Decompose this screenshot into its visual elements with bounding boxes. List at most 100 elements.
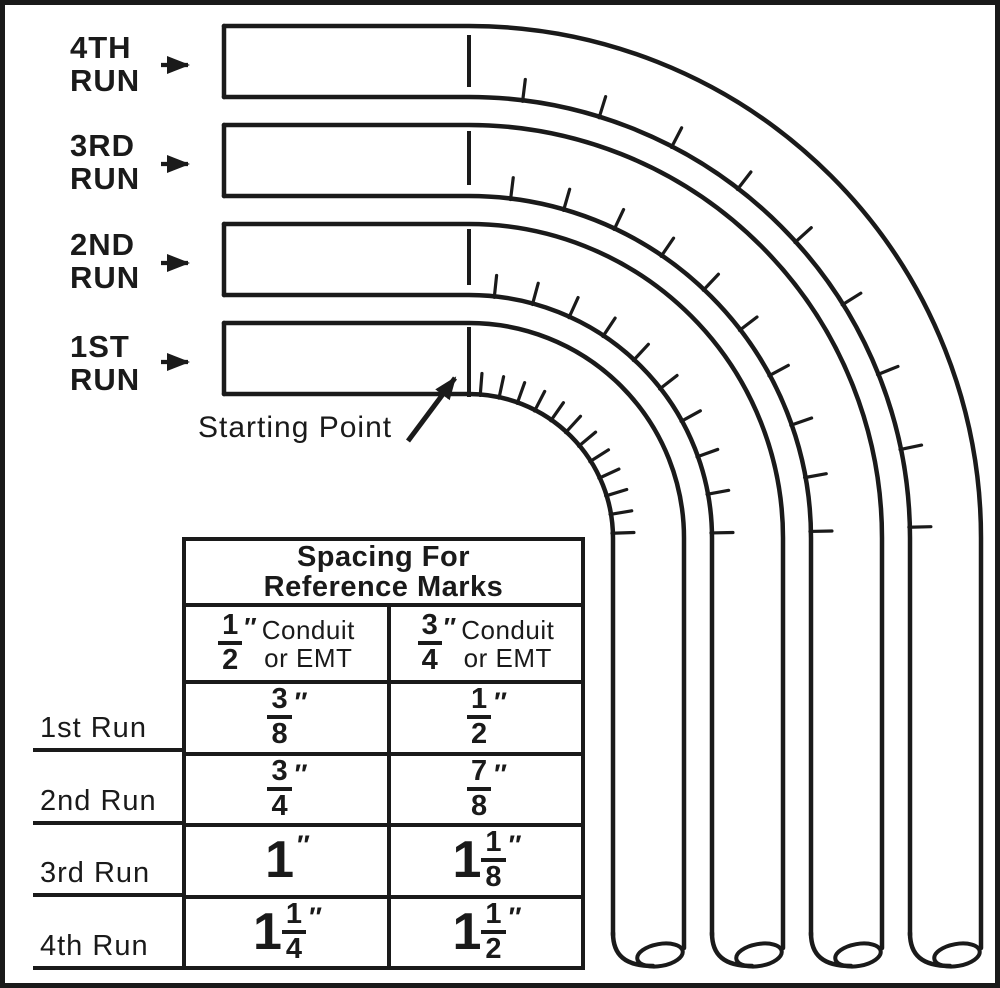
row-divider-extension (33, 966, 184, 970)
reference-mark-tick (601, 316, 617, 339)
reference-mark-tick (898, 443, 924, 452)
row-divider-extension (33, 821, 184, 825)
inch-mark: ″ (294, 687, 308, 718)
reference-mark-tick (564, 414, 583, 435)
reference-mark-tick (793, 226, 813, 245)
inch-mark: ″ (309, 901, 322, 932)
reference-mark-tick (610, 530, 636, 535)
reference-marks (478, 77, 933, 535)
run-4-conduit-inner-line (221, 94, 913, 938)
inch-mark: ″ (294, 758, 308, 789)
table-title-line: Reference Marks (263, 571, 504, 603)
run-label-3rd: 3RD RUN (70, 129, 180, 195)
starting-point-arrow (405, 376, 458, 443)
reference-mark-tick (840, 291, 863, 307)
reference-mark-tick (597, 467, 621, 480)
run-2-conduit-inner-line (221, 292, 715, 938)
reference-mark-tick (604, 487, 629, 498)
reference-mark-tick (508, 176, 515, 202)
reference-mark-tick (669, 126, 684, 149)
run-label-line: RUN (70, 260, 141, 295)
whole-number: 1 (452, 831, 482, 890)
reference-mark-tick (631, 342, 650, 363)
run-2-conduit-outer-line (221, 221, 786, 951)
column-header-words: Conduit or EMT (261, 614, 355, 673)
inch-mark: ″ (244, 612, 257, 642)
run-1-conduit-pipe-opening (635, 941, 685, 969)
run-3-conduit-inner-line (221, 193, 814, 938)
run-label-line: 2ND (70, 227, 136, 262)
reference-mark-tick (907, 525, 933, 529)
reference-mark-tick (735, 170, 753, 191)
reference-mark-tick (530, 281, 540, 307)
inch-mark: ″ (494, 687, 507, 718)
run-label-2nd: 2ND RUN (70, 228, 180, 294)
reference-mark-tick (789, 416, 814, 427)
whole-number: 1 (253, 902, 282, 961)
reference-mark-tick (658, 373, 679, 391)
reference-mark-tick (515, 381, 527, 405)
run-4-conduit-outer-line (221, 23, 984, 951)
inch-mark: ″ (508, 901, 522, 932)
reference-mark-tick (532, 389, 547, 413)
reference-mark-tick (608, 509, 634, 516)
inch-mark: ″ (494, 758, 507, 789)
row-label: 2nd Run (40, 785, 157, 817)
run-3-conduit-outer-line (221, 122, 885, 951)
reference-mark-tick (705, 488, 731, 496)
run-label-4th: 4TH RUN (70, 31, 180, 97)
run-label-line: 4TH (70, 30, 132, 65)
reference-mark-tick (567, 295, 580, 320)
reference-mark-tick (659, 236, 676, 258)
whole-number: 1 (452, 902, 482, 961)
row-label: 1st Run (40, 712, 147, 744)
row-divider-extension (33, 893, 184, 897)
run-3-conduit-pipe-opening (833, 941, 883, 969)
table-title-line: Spacing For (296, 541, 471, 573)
inch-mark: ″ (443, 612, 457, 642)
reference-mark-tick (737, 315, 759, 333)
reference-mark-tick (597, 95, 608, 120)
conduit-bend-drawing (161, 23, 984, 969)
reference-mark-tick (521, 77, 527, 103)
conduit-runs (221, 23, 984, 969)
run-label-line: RUN (70, 362, 141, 397)
run-1-conduit-outer-line (221, 320, 687, 951)
run-pointer-arrows (161, 56, 458, 443)
run-2-conduit-pipe-opening (734, 941, 784, 969)
reference-mark-tick (497, 375, 506, 400)
run-label-line: RUN (70, 63, 141, 98)
reference-mark-tick (767, 363, 790, 378)
reference-mark-tick (492, 273, 499, 299)
reference-mark-tick (561, 187, 572, 212)
reference-mark-tick (478, 371, 484, 398)
row-label: 3rd Run (40, 857, 151, 889)
reference-mark-tick (695, 447, 720, 459)
run-label-line: 1ST (70, 329, 130, 364)
reference-mark-tick (577, 430, 598, 448)
starting-point-label: Starting Point (198, 411, 393, 444)
column-header-words: Conduit or EMT (461, 614, 555, 673)
